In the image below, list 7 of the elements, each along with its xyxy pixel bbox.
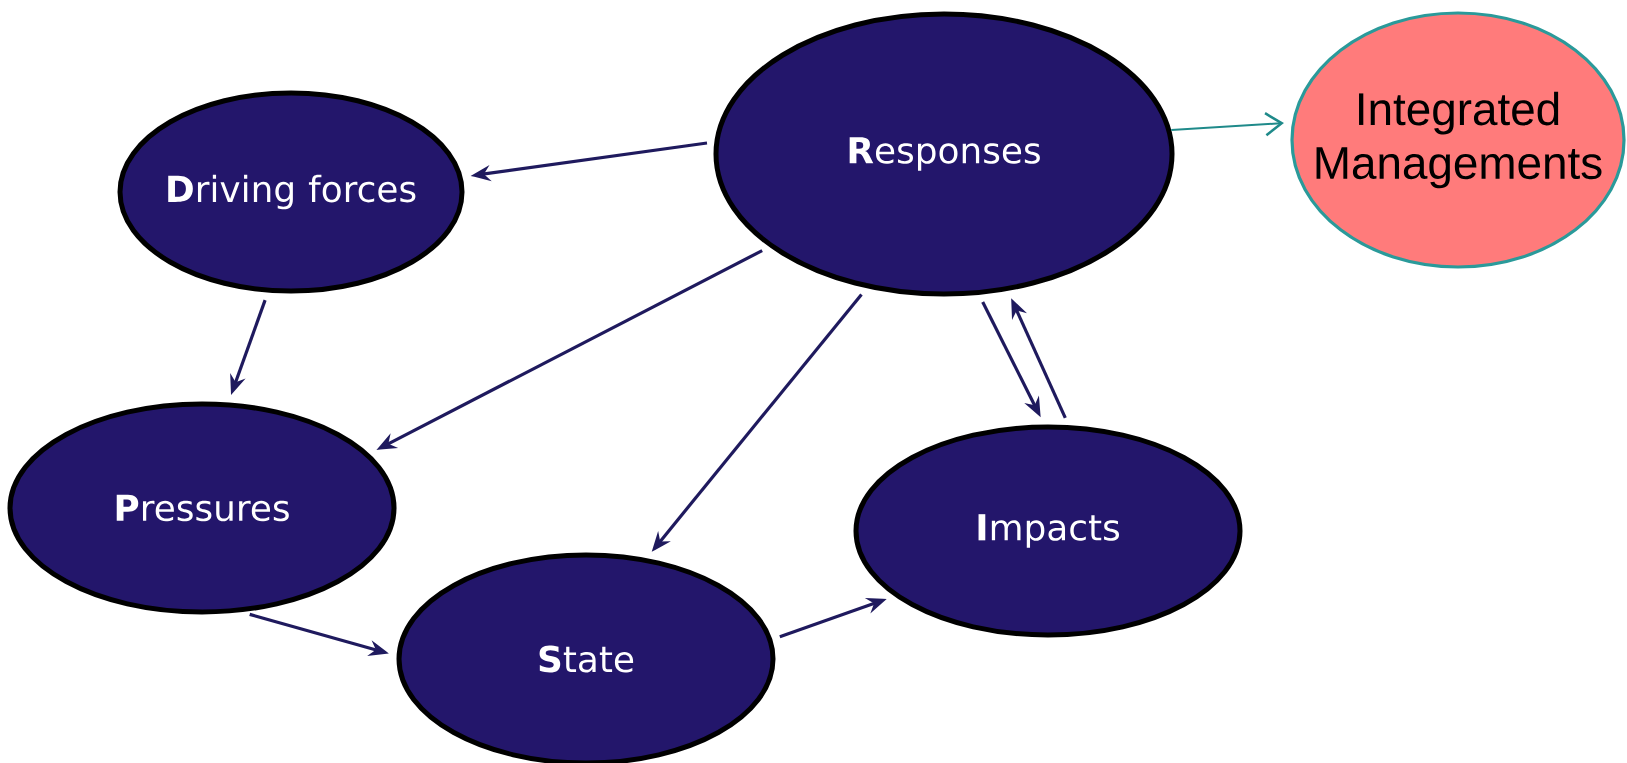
ellipse-node: State bbox=[396, 552, 776, 763]
ellipse-node: Pressures bbox=[7, 401, 397, 615]
ellipse-node: Driving forces bbox=[117, 90, 465, 294]
ellipse-node: Integrated Managements bbox=[1290, 11, 1626, 269]
arrow bbox=[1170, 112, 1284, 137]
ellipse-node: Impacts bbox=[853, 424, 1243, 638]
ellipse-node: Responses bbox=[713, 11, 1175, 297]
